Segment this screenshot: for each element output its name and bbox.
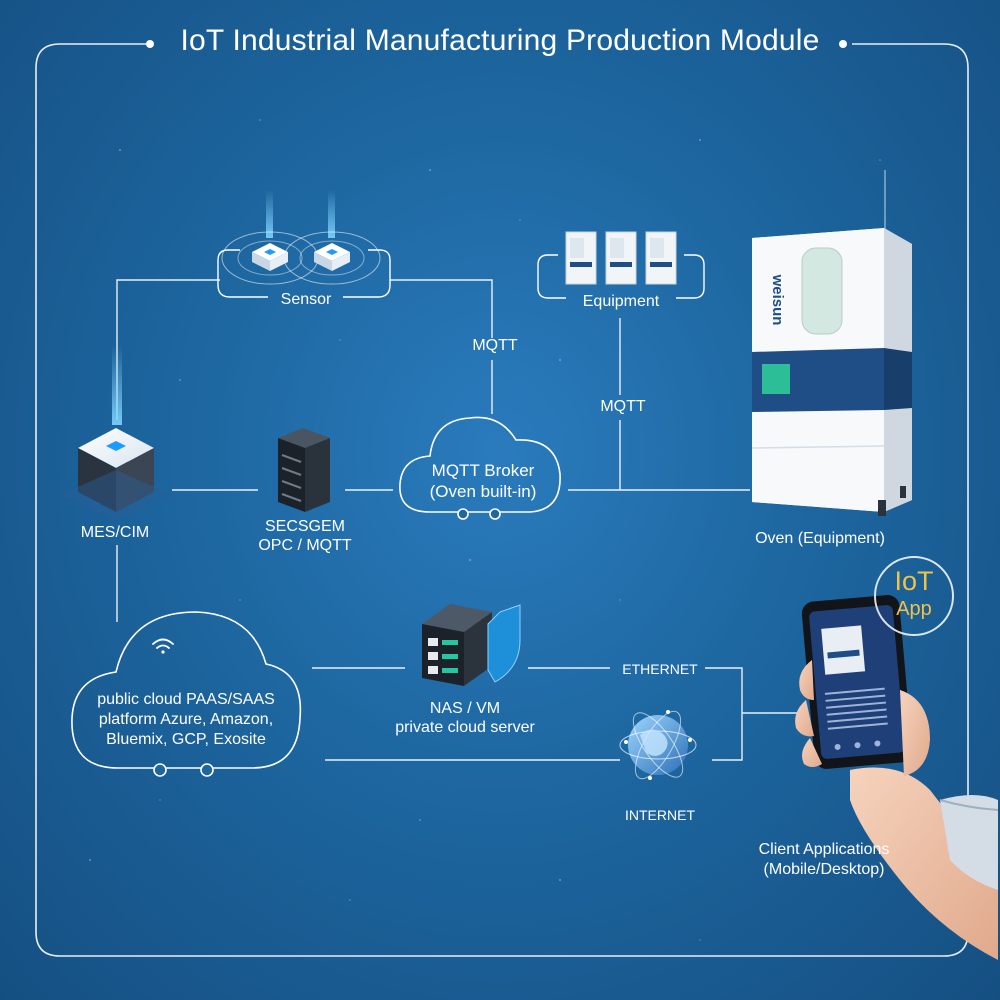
- ethernet-label: ETHERNET: [622, 661, 698, 677]
- nas-server-icon: [422, 604, 492, 686]
- broker-cloud-dot-right: [489, 508, 501, 520]
- public-cloud-dot-right: [200, 763, 214, 777]
- line-ethernet-client: [705, 667, 743, 761]
- cloud-label-line2: platform Azure, Amazon,: [98, 711, 274, 728]
- server-rack-icon: [278, 428, 330, 512]
- mes-label: MES/CIM: [80, 524, 150, 541]
- background-stars: [89, 119, 881, 941]
- cloud-label-line1: public cloud PAAS/SAAS: [97, 691, 275, 708]
- connection-lines: [116, 279, 798, 761]
- broker-cloud-shape: [399, 416, 561, 513]
- wifi-icon: [152, 638, 174, 654]
- frame-dot-right: [839, 40, 847, 48]
- secsgem-label-line1: SECSGEM: [264, 518, 345, 535]
- client-label-line2: (Mobile/Desktop): [763, 861, 885, 878]
- frame-border: [35, 43, 969, 957]
- broker-label-line1: MQTT Broker: [431, 461, 535, 480]
- shield-icon: [487, 604, 521, 683]
- internet-label: INTERNET: [625, 807, 695, 823]
- oven-label: Oven (Equipment): [755, 530, 885, 547]
- nas-label-line2: private cloud server: [395, 719, 535, 736]
- public-cloud-shape: [71, 611, 302, 769]
- mqtt-sensor-label: MQTT: [472, 337, 518, 354]
- iot-badge-line2: App: [896, 598, 932, 620]
- hand-phone-illustration: [795, 595, 999, 960]
- nas-label-line1: NAS / VM: [429, 700, 501, 717]
- line-sensor-broker: [390, 279, 493, 338]
- equipment-icon: [565, 231, 677, 285]
- sensor-label: Sensor: [280, 291, 332, 308]
- oven-illustration: weisun: [751, 170, 912, 516]
- globe-icon: [619, 710, 697, 780]
- iot-app-badge: IoT App: [874, 556, 954, 636]
- mes-cube-icon: [60, 345, 172, 520]
- page-title: IoT Industrial Manufacturing Production …: [180, 24, 820, 57]
- public-cloud-dot-left: [153, 763, 167, 777]
- line-sensor-mes: [116, 279, 220, 420]
- frame-dot-left: [146, 40, 154, 48]
- broker-label-line2: (Oven built-in): [429, 482, 537, 501]
- client-label-line1: Client Applications: [758, 841, 890, 858]
- cloud-label-line3: Bluemix, GCP, Exosite: [106, 731, 266, 748]
- sensor-icon: [221, 190, 381, 285]
- iot-badge-line1: IoT: [894, 566, 934, 596]
- oven-brand-logo: weisun: [769, 274, 786, 326]
- equipment-label: Equipment: [582, 293, 660, 310]
- equipment-bracket: [537, 254, 705, 299]
- secsgem-label-line2: OPC / MQTT: [258, 537, 352, 554]
- broker-cloud-dot-left: [457, 508, 469, 520]
- mqtt-equipment-label: MQTT: [600, 398, 646, 415]
